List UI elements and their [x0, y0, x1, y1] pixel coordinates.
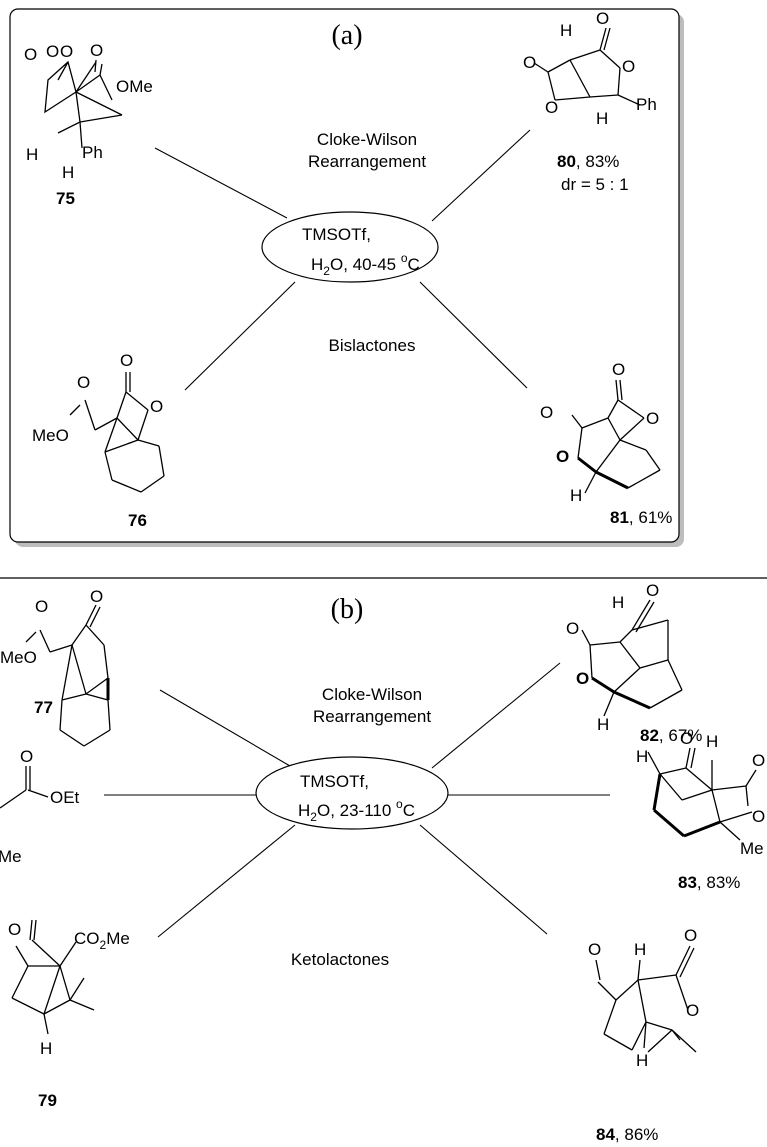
- c78-atom-O: O: [20, 747, 33, 766]
- c75-atom-O3: O: [24, 45, 37, 64]
- label-b-cloke: Cloke-Wilson: [322, 685, 422, 704]
- c75-OMe: OMe: [116, 77, 153, 96]
- c80-atom-O2: O: [523, 53, 536, 72]
- c84-atom-O2: O: [684, 926, 697, 945]
- c75-number: 75: [56, 189, 75, 208]
- compound-81: [571, 379, 661, 494]
- compound-76: [69, 372, 165, 493]
- c84-atom-O3: O: [686, 1001, 699, 1020]
- c81-atom-O3: O: [646, 409, 659, 428]
- c82-atom-O2: O: [566, 619, 579, 638]
- c84-H2: H: [636, 1051, 648, 1070]
- c80-Ph: Ph: [636, 95, 657, 114]
- c80-atom-O3: O: [622, 57, 635, 76]
- c83-atom-O1: O: [680, 729, 693, 748]
- c81-H: H: [570, 486, 582, 505]
- c76-number: 76: [128, 511, 147, 530]
- c81-yield: 81, 61%: [610, 508, 672, 527]
- c75-H2: H: [62, 163, 74, 182]
- c83-H2: H: [706, 732, 718, 751]
- compound-75: [44, 59, 123, 149]
- c75-H1: H: [26, 145, 38, 164]
- conditions-a-line1: TMSOTf,: [302, 225, 371, 244]
- c83-yield: 83, 83%: [678, 873, 740, 892]
- conditions-a-line2: H2O, 40-45 oC: [311, 251, 420, 278]
- label-b-rearrangement: Rearrangement: [313, 707, 431, 726]
- connector-b-77: [159, 689, 291, 767]
- conditions-b-line1: TMSOTf,: [300, 772, 369, 791]
- compound-79: [11, 919, 95, 1035]
- conditions-ellipse-a: [261, 211, 439, 283]
- c83-atom-O3: O: [752, 807, 765, 826]
- c81-atom-O4: O: [556, 447, 569, 466]
- c81-atom-O1: O: [612, 360, 625, 379]
- conditions-b-line2: H2O, 23-110 oC: [298, 797, 415, 824]
- compound-80: [533, 27, 641, 106]
- c82-atom-O3: O: [576, 669, 589, 688]
- c80-atom-O1: O: [596, 9, 609, 28]
- c78-OEt: OEt: [50, 788, 80, 807]
- c84-yield: 84, 86%: [596, 1125, 658, 1144]
- connector-b-79: [157, 824, 296, 938]
- c77-number: 77: [34, 698, 53, 717]
- c76-atom-O2: O: [77, 373, 90, 392]
- c82-H1: H: [612, 593, 624, 612]
- c76-atom-O1: O: [120, 351, 133, 370]
- compound-77: [25, 604, 111, 747]
- panel-a: (a) TMSOTf, H2O, 40-45 oC Cloke-Wilson R…: [9, 8, 684, 547]
- connector-b-84: [419, 824, 548, 935]
- conditions-ellipse-b: [255, 756, 449, 830]
- c80-H: H: [596, 109, 608, 128]
- connector-a-76: [184, 281, 296, 391]
- c79-number: 79: [38, 1091, 57, 1110]
- c80-dr: dr = 5 : 1: [561, 175, 629, 194]
- c75-Ph: Ph: [82, 143, 103, 162]
- panel-b: (b) TMSOTf, H2O, 23-110 oC Cloke-Wilson …: [0, 581, 765, 1144]
- c79-atom-O: O: [8, 920, 21, 939]
- compound-78: [0, 766, 49, 809]
- c77-MeO: MeO: [0, 648, 37, 667]
- label-a-bislactones: Bislactones: [329, 336, 416, 355]
- c75-atom-O1: O: [46, 42, 59, 61]
- c83-atom-O2: O: [752, 751, 765, 770]
- c80-yield: 80, 83%: [557, 152, 619, 171]
- c77-atom-O1: O: [90, 587, 103, 606]
- label-b-ketolactones: Ketolactones: [291, 950, 389, 969]
- connector-b-82: [431, 662, 561, 769]
- c83-H1: H: [636, 747, 648, 766]
- c78-Me: Me: [0, 847, 22, 866]
- c81-atom-O2: O: [540, 403, 553, 422]
- c79-CO2Me: CO2Me: [74, 929, 130, 952]
- panel-a-label: (a): [331, 20, 362, 51]
- c80-H-top: H: [560, 21, 572, 40]
- c75-atom-O2: O: [60, 42, 73, 61]
- c82-atom-O1: O: [646, 581, 659, 600]
- compound-82: [581, 599, 683, 717]
- panel-b-label: (b): [331, 594, 364, 625]
- compound-83: [647, 747, 757, 841]
- c84-H1: H: [634, 940, 646, 959]
- compound-84: [595, 945, 697, 1053]
- c83-Me: Me: [740, 839, 764, 858]
- connector-a-75: [154, 147, 288, 219]
- label-a-cloke: Cloke-Wilson: [317, 130, 417, 149]
- c76-atom-O3: O: [150, 397, 163, 416]
- c79-H: H: [40, 1039, 52, 1058]
- connector-a-81: [419, 281, 528, 389]
- c80-atom-O4: O: [545, 98, 558, 117]
- c82-H2: H: [597, 715, 609, 734]
- c76-MeO: MeO: [32, 426, 69, 445]
- c84-atom-O1: O: [588, 940, 601, 959]
- label-a-rearrangement: Rearrangement: [308, 152, 426, 171]
- c75-atom-O4: O: [90, 41, 103, 60]
- c82-yield: 82, 67%: [640, 726, 702, 745]
- c77-atom-O2: O: [35, 597, 48, 616]
- connector-a-80: [431, 129, 531, 222]
